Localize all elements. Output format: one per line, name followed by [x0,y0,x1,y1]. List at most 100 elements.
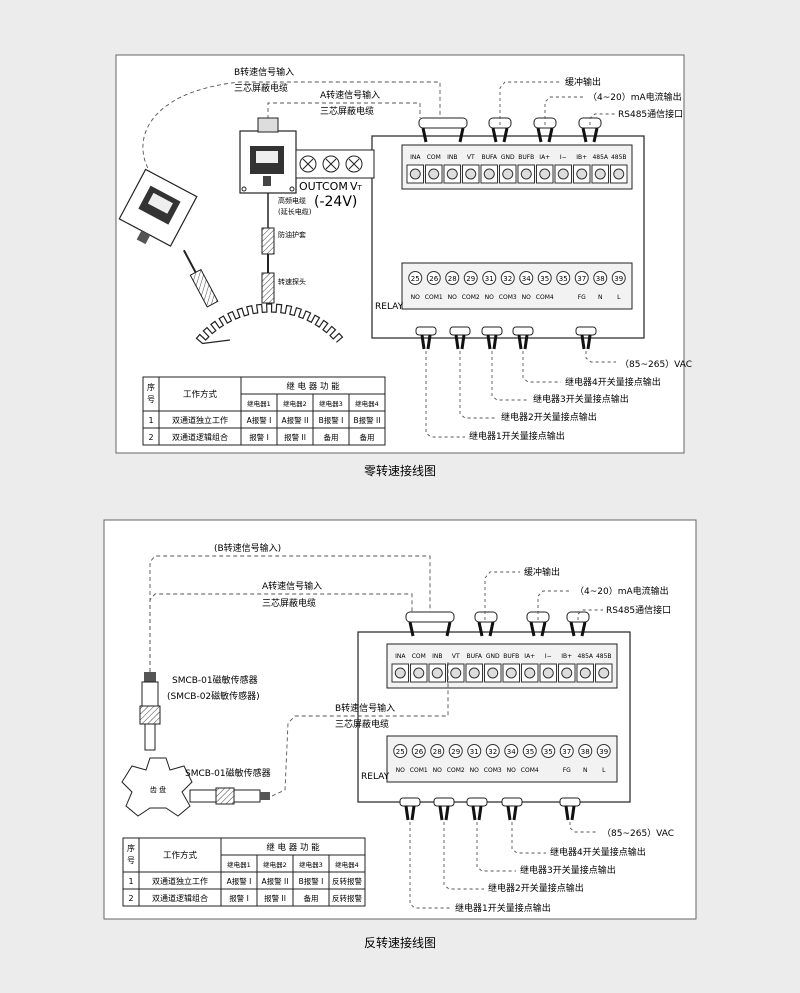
cable-b-label: B转速信号输入 [234,66,294,78]
voltage-label: (-24V) [314,194,357,210]
table-cell-mode: 双通道独立工作 [152,876,208,886]
relay-wire [506,805,518,821]
terminal-number-circle [500,271,515,285]
out-label: OUT [299,180,323,193]
terminal-number-circle [596,744,611,758]
relay-wire [404,805,416,821]
table-cell-function: A报警 II [282,415,309,425]
terminal-label: IB+ [561,653,572,660]
out-terminals: OUT COM VT (-24V) [295,149,375,210]
relay-wire [517,334,529,350]
relay-wire [454,334,466,350]
cable-b-sublabel-2: 三芯屏蔽电缆 [335,718,389,730]
relay-terminal-label: COM2 [447,767,465,774]
terminal-number: 31 [470,748,479,756]
relay-callout-line [476,822,516,872]
terminal-number: 25 [396,748,405,756]
table-header-no-char: 号 [147,395,155,404]
sensor2-label: SMCB-01磁敏传感器 [185,767,271,779]
relay-terminal-label: NO [485,294,494,301]
relay-terminal-label: N [598,294,603,301]
current-out-label-2: （4~20）mA电流输出 [575,585,669,597]
terminal-label: 485B [596,653,612,660]
vac-label: （85~265）VAC [620,359,692,370]
terminal-screw [465,168,477,180]
table-cell-no: 1 [148,416,153,425]
table-cell-no: 1 [128,877,133,886]
screw-cross [302,158,314,170]
probe-label: 转速探头 [278,277,306,286]
plug-wire [569,621,587,637]
cable-a-sublabel: 三芯屏蔽电缆 [320,105,374,117]
preamp-module [239,117,297,194]
relay3-label-2: 继电器3开关量接点输出 [520,864,616,876]
terminal-number: 38 [581,748,590,756]
sensor1-alt-label: (SMCB-02磁敏传感器) [167,690,260,702]
terminal-screw [409,168,421,180]
terminal-label: BUFB [503,653,519,660]
terminal-number: 38 [596,275,605,283]
terminal-number: 29 [451,748,460,756]
table-header-no: 序号 [127,843,135,865]
terminal-number: 35 [559,275,568,283]
relay-terminal-label: NO [411,294,420,301]
relay-plug [501,797,523,807]
relay-terminal-label: FG [578,294,586,301]
terminal-label: I− [545,653,552,660]
terminal-number-circle [485,744,500,758]
cable-b-top-line [149,555,431,672]
buffer-out-label: 缓冲输出 [565,76,601,88]
relay-callout-line [409,822,451,909]
terminal-screw [428,168,440,180]
terminal-label: COM [427,154,441,161]
relay-terminal-label: NO [396,767,405,774]
terminal-number: 26 [429,275,438,283]
relay-callout-line [569,822,598,833]
terminal-number: 26 [414,748,423,756]
relay1-label: 继电器1开关量接点输出 [469,430,565,442]
bottom-terminal-block-2: 25NO26COM128NO29COM231NO32COM334NO35COM4… [386,735,618,783]
terminal-screw [579,667,591,679]
hf-cable-label: 高频电缆 [278,196,306,205]
plug-wire [408,621,452,637]
terminal-label: 485B [611,154,627,161]
terminal-label: INA [410,154,421,161]
relay-terminal-label: NO [522,294,531,301]
plug-wire [529,621,547,637]
table-cell-function: B报警 I [319,415,344,425]
rs485-label-2: RS485通信接口 [606,604,671,616]
terminal-number: 28 [433,748,442,756]
terminal-screw [502,168,514,180]
terminal-number: 32 [503,275,512,283]
relay-wire [420,334,432,350]
plug-wire [536,127,554,143]
screw-cross [325,158,337,170]
screw-cross [348,158,360,170]
preamp-module-b [118,168,198,247]
table-subheader: 继电器2 [263,860,287,869]
relay-plug [449,326,471,336]
plug-housing [418,117,468,129]
table-header-no-char: 号 [127,856,135,865]
plug-wire [421,127,465,143]
relay-wire [438,805,450,821]
terminal-label: INB [447,154,457,161]
terminal-number-circle [504,744,519,758]
plug-wire [477,621,495,637]
terminal-label: 485A [592,154,608,161]
terminal-screw [524,667,536,679]
terminal-number: 39 [614,275,623,283]
caption-2: 反转速接线图 [364,935,436,950]
terminal-label: IA+ [524,653,535,660]
relay-terminal-label: NO [470,767,479,774]
table-cell-no: 2 [128,894,133,903]
terminal-screw [520,168,532,180]
table-subheader: 继电器1 [247,399,271,408]
relay4-label: 继电器4开关量接点输出 [565,376,661,388]
caption-1: 零转速接线图 [364,463,436,478]
